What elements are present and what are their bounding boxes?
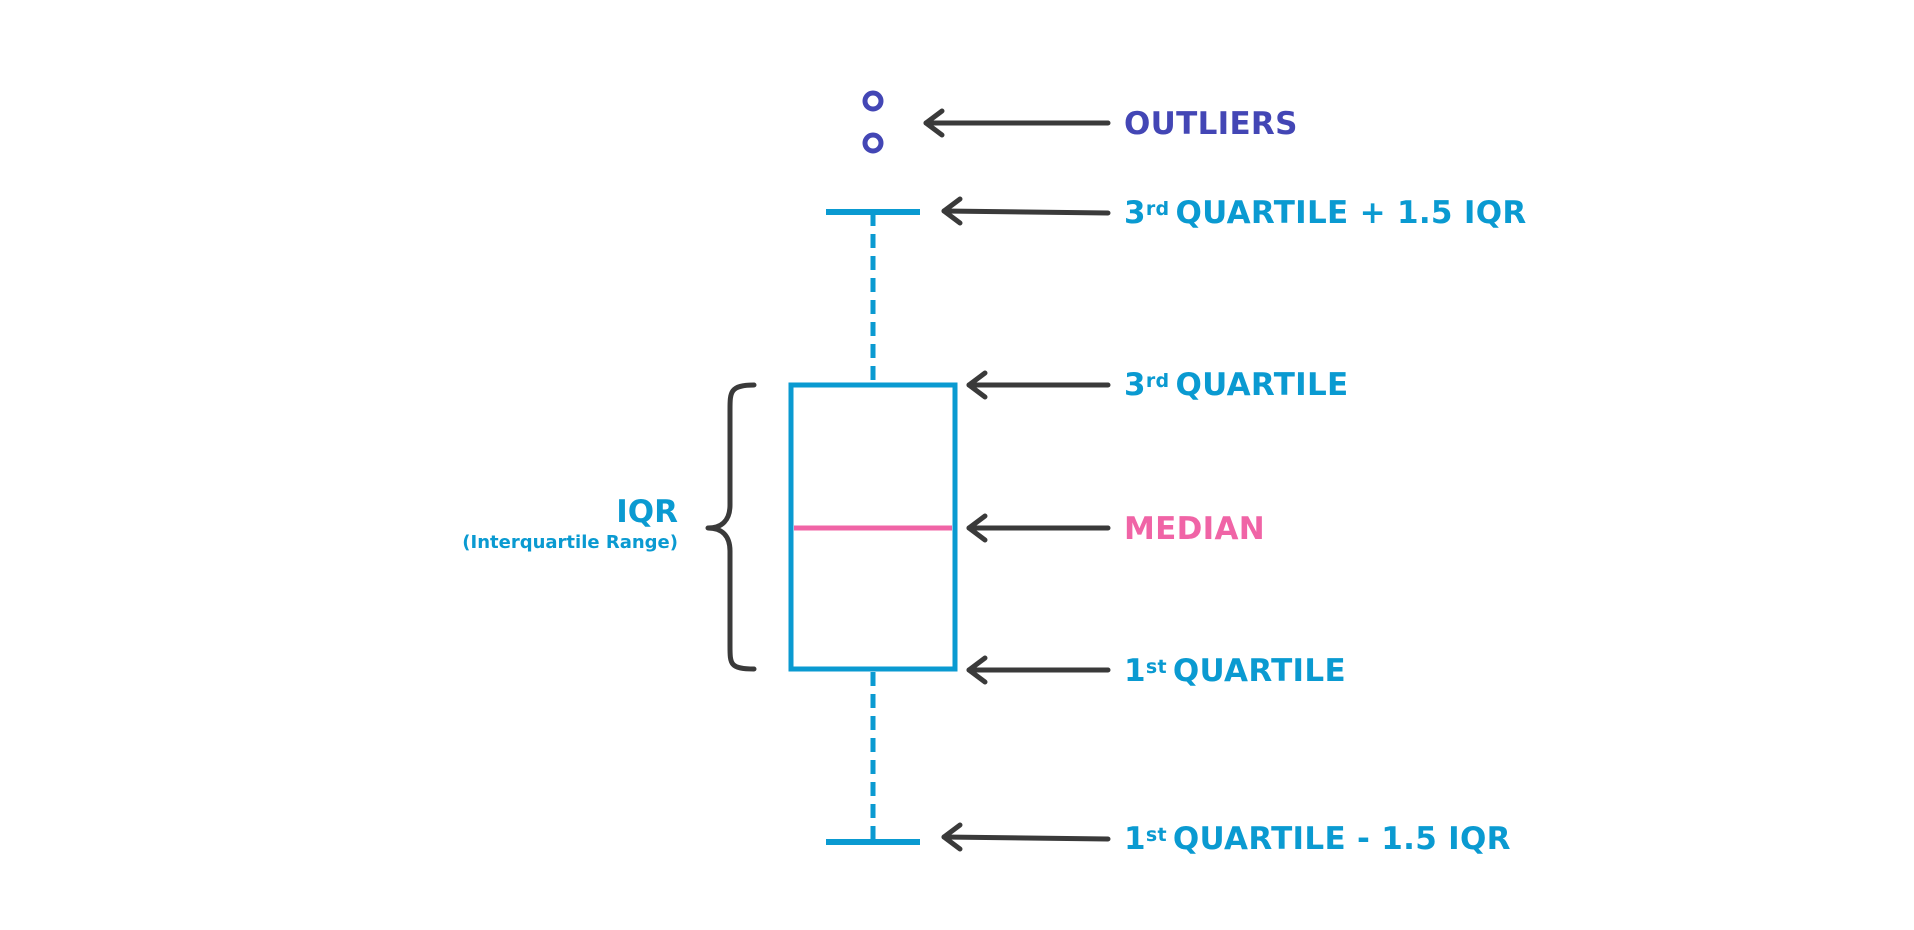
label-lower-whisker-suffix: st xyxy=(1145,824,1167,846)
label-upper-whisker-prefix: 3 xyxy=(1124,195,1146,231)
label-q1-suffix: st xyxy=(1145,656,1167,678)
label-q3-rest: QUARTILE xyxy=(1175,367,1349,403)
label-outliers: OUTLIERS xyxy=(1124,106,1298,142)
iqr-brace xyxy=(705,382,757,672)
outlier-point-1 xyxy=(862,90,884,112)
label-q3-prefix: 3 xyxy=(1124,367,1146,403)
iqr-subtitle: (Interquartile Range) xyxy=(462,532,678,553)
label-lower-whisker-prefix: 1 xyxy=(1124,821,1146,857)
arrow-outliers xyxy=(923,108,1111,138)
label-median: MEDIAN xyxy=(1124,511,1266,547)
label-q1-rest: QUARTILE xyxy=(1172,653,1346,689)
arrow-median xyxy=(966,513,1111,543)
label-upper-whisker-suffix: rd xyxy=(1145,198,1170,220)
arrow-q3 xyxy=(966,370,1111,400)
arrow-lower-whisker xyxy=(941,822,1111,852)
label-q3-suffix: rd xyxy=(1145,370,1170,392)
iqr-title: IQR xyxy=(616,494,678,530)
arrow-q1 xyxy=(966,655,1111,685)
arrow-upper-whisker xyxy=(941,196,1111,226)
label-upper-whisker-rest: QUARTILE + 1.5 IQR xyxy=(1175,195,1527,231)
label-lower-whisker-rest: QUARTILE - 1.5 IQR xyxy=(1172,821,1511,857)
outlier-point-2 xyxy=(862,132,884,154)
iqr-box xyxy=(788,382,958,672)
label-q1-prefix: 1 xyxy=(1124,653,1146,689)
